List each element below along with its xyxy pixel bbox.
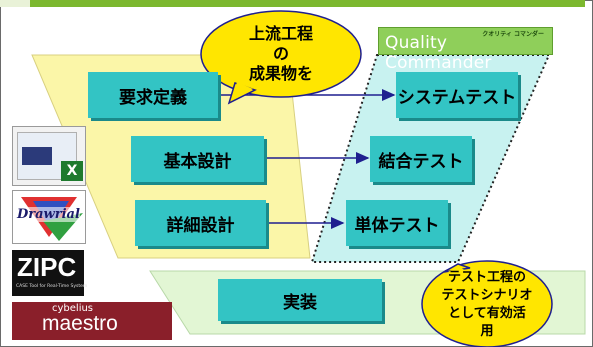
top-accent-bar-left <box>0 0 30 7</box>
zipc-tagline: CASE Tool for Real-Time System <box>16 284 88 289</box>
step-integration-test: 結合テスト <box>370 136 472 182</box>
quality-commander-logo: クオリティ コマンダー Quality Commander <box>378 27 553 73</box>
step-requirements-definition: 要求定義 <box>88 72 218 118</box>
step-label: 単体テスト <box>354 215 440 236</box>
cybelius-maestro-logo: cybelius maestro <box>12 302 172 340</box>
drawrial-logo: Drawrial <box>12 190 86 244</box>
callout-top-shape <box>200 10 362 105</box>
step-label: 要求定義 <box>119 87 187 108</box>
callout-bottom-text: テスト工程の テストシナリオ として有効活 用 <box>441 270 533 339</box>
step-label: システムテスト <box>397 87 517 108</box>
step-label: 基本設計 <box>163 151 232 172</box>
step-detailed-design: 詳細設計 <box>135 200 266 246</box>
excel-icon: X <box>61 161 83 181</box>
zipc-logo: ZIPC CASE Tool for Real-Time System <box>12 250 88 296</box>
drawrial-logo-text: Drawrial <box>17 207 80 222</box>
maestro-logo-top: cybelius <box>52 303 94 314</box>
quality-commander-name: Quality Commander <box>385 33 492 73</box>
step-basic-design: 基本設計 <box>131 136 264 182</box>
top-accent-bar <box>30 0 585 7</box>
callout-bottom-shape <box>421 260 553 347</box>
zipc-logo-text: ZIPC <box>17 252 77 282</box>
quality-commander-kana: クオリティ コマンダー <box>482 31 544 38</box>
maestro-logo-bottom: maestro <box>42 312 118 335</box>
step-system-test: システムテスト <box>396 72 518 118</box>
step-label: 実装 <box>283 292 317 313</box>
excel-spreadsheet-thumbnail: X <box>12 126 86 186</box>
step-label: 詳細設計 <box>166 215 235 236</box>
step-label: 結合テスト <box>378 151 464 172</box>
callout-top-text: 上流工程 の 成果物を <box>248 24 313 83</box>
step-unit-test: 単体テスト <box>346 200 448 246</box>
step-implementation: 実装 <box>218 279 382 321</box>
